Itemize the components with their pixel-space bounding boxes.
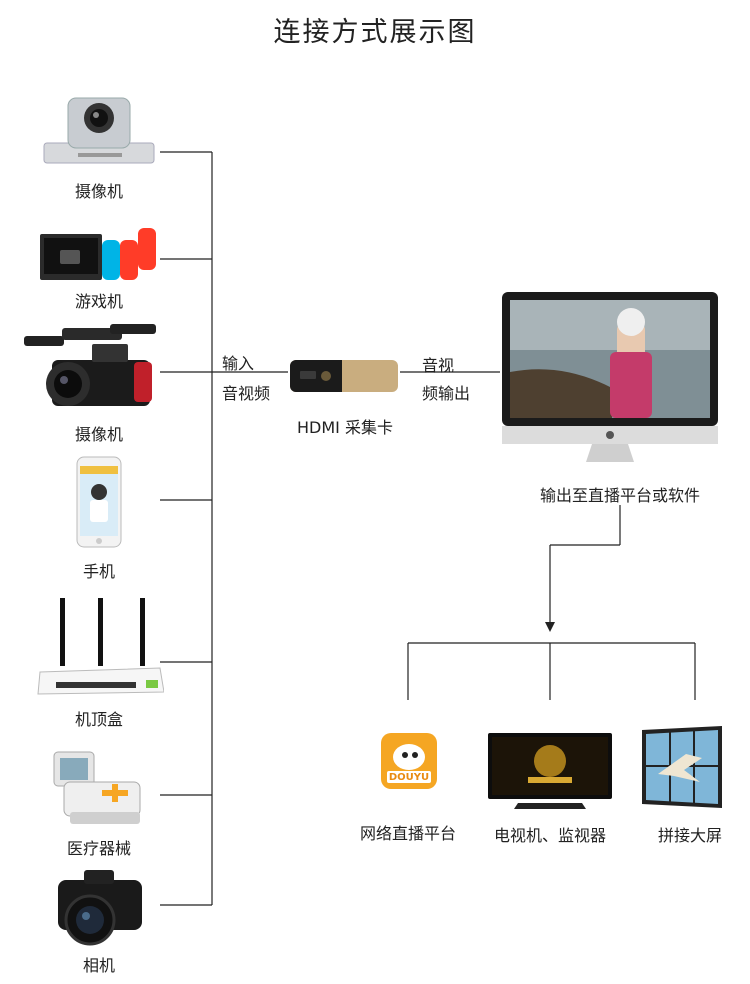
imac-monitor-icon — [502, 292, 718, 466]
output-label-1: 电视机、监视器 — [493, 826, 606, 845]
output-label-0: 网络直播平台 — [359, 824, 456, 843]
input-label-line1: 输入 — [222, 354, 255, 373]
device-label-1: 游戏机 — [74, 292, 123, 311]
input-label-line2: 音视频 — [222, 384, 271, 403]
medical-device-icon — [50, 746, 146, 828]
douyu-logo-text: DOUYU — [389, 772, 429, 783]
dslr-camera-icon — [54, 864, 146, 946]
device-label-6: 相机 — [82, 956, 115, 975]
device-label-4: 机顶盒 — [74, 710, 123, 729]
tv-icon — [488, 733, 612, 809]
page-title: 连接方式展示图 — [273, 17, 477, 48]
capture-card-icon — [288, 358, 400, 394]
output-label-2: 拼接大屏 — [657, 826, 722, 845]
video-wall-icon — [640, 724, 724, 810]
device-label-2: 摄像机 — [74, 425, 123, 444]
router-icon — [36, 596, 165, 698]
device-label-3: 手机 — [82, 562, 115, 581]
capture-card-label: HDMI 采集卡 — [297, 418, 393, 437]
douyu-logo-icon: DOUYU — [381, 733, 437, 789]
game-console-icon — [38, 226, 160, 284]
phone-icon — [76, 456, 122, 548]
device-label-0: 摄像机 — [74, 182, 123, 201]
output-label-line2: 频输出 — [422, 384, 471, 403]
output-label-line1: 音视 — [422, 356, 455, 375]
ptz-camera-icon — [38, 88, 160, 172]
camcorder-icon — [22, 322, 162, 414]
monitor-label: 输出至直播平台或软件 — [539, 486, 700, 505]
device-label-5: 医疗器械 — [66, 839, 131, 858]
